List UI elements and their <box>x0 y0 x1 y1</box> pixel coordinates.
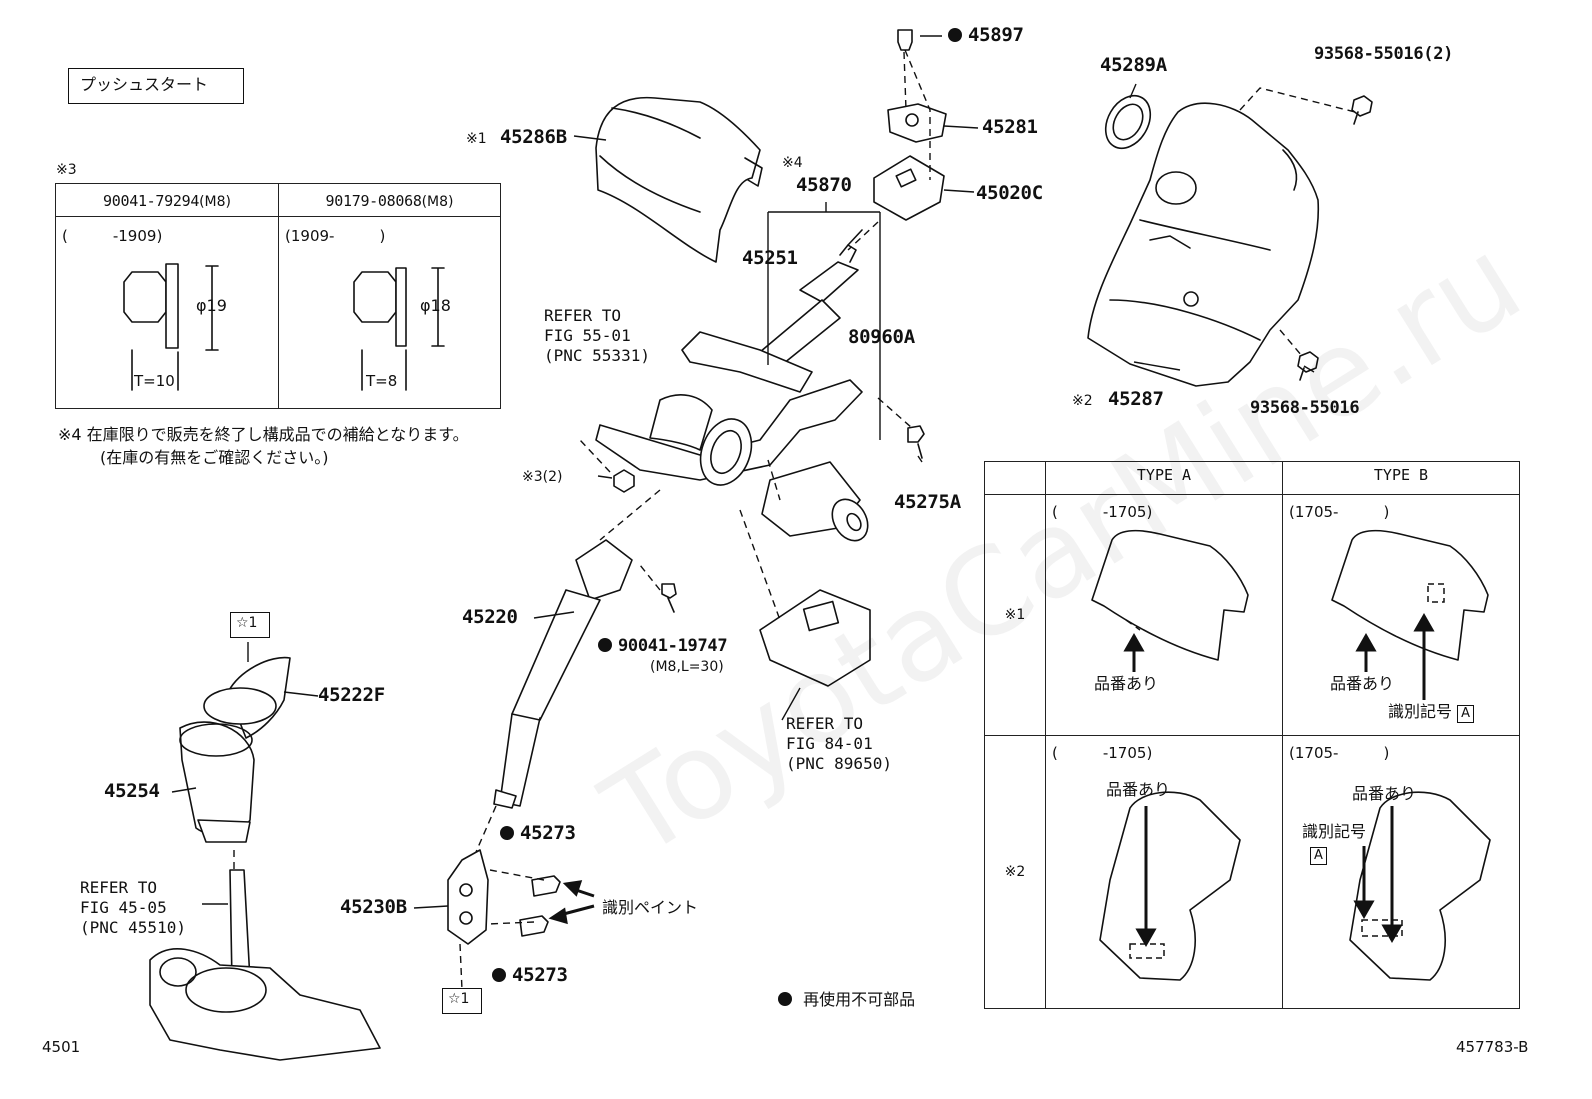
part-label-93568-55016: 93568-55016 <box>1250 398 1360 418</box>
nut-table-col1-range: ( -1909) <box>62 227 163 246</box>
type-row1-a-range: ( -1705) <box>1052 503 1153 521</box>
intermediate-shaft-drawing <box>493 539 633 809</box>
note4-line1: ※4 在庫限りで販売を終了し構成品での補給となります。 <box>58 425 469 444</box>
part-no-present-label-r2b: 品番あり <box>1352 784 1417 803</box>
nut-table-col2-part-no: 90179-08068 <box>325 191 422 210</box>
part-label-45897: 45897 <box>948 26 1024 45</box>
nut-table-col1-part-no: 90041-79294 <box>103 191 200 210</box>
part-spec-90041-19747: (M8,L=30) <box>650 659 724 675</box>
part-label-45230b: 45230B <box>340 896 407 918</box>
star1-top-box <box>230 612 270 638</box>
note4-line2: (在庫の有無をご確認ください。) <box>100 448 329 467</box>
upper-small-parts-drawing <box>873 29 947 221</box>
part-label-45273-lower: 45273 <box>492 966 568 985</box>
type-row2-b-range: (1705- ) <box>1289 744 1390 762</box>
id-mark-letter-r2b: A <box>1310 846 1327 865</box>
id-mark-label-r2b: 識別記号 <box>1302 822 1367 841</box>
nut-table-col2-diameter: φ18 <box>420 296 451 315</box>
non-reusable-dot-icon <box>492 968 506 982</box>
part-label-45281: 45281 <box>982 116 1038 138</box>
part-label-45020c: 45020C <box>976 182 1043 204</box>
identification-paint-label: 識別ペイント <box>602 898 699 917</box>
assist-motor-drawing <box>761 461 869 542</box>
part-mark-45870: ※4 <box>782 155 803 171</box>
part-label-80960a: 80960A <box>848 326 915 348</box>
push-start-label: プッシュスタート <box>80 75 209 94</box>
non-reusable-dot-icon <box>598 638 612 652</box>
part-mark-45287: ※2 <box>1072 393 1093 409</box>
type-row1-mark: ※1 <box>984 494 1046 736</box>
nut-table-col2-thickness: T=8 <box>366 372 398 390</box>
part-label-45870: 45870 <box>796 174 852 196</box>
push-start-label-box <box>68 68 244 104</box>
type-row1-b-range: (1705- ) <box>1289 503 1390 521</box>
part-label-90041-19747: 90041-19747 <box>598 638 728 655</box>
part-label-45220: 45220 <box>462 606 518 628</box>
lower-column-cover-drawing <box>1087 102 1320 387</box>
part-label-45273-upper: 45273 <box>500 824 576 843</box>
sliding-yoke-drawing <box>447 849 489 945</box>
nut-table-col1-thickness: T=10 <box>134 372 175 390</box>
footer-page-code: 4501 <box>42 1038 81 1056</box>
part-mark-45286b: ※1 <box>466 131 487 147</box>
type-row2-a-range: ( -1705) <box>1052 744 1153 762</box>
reference-fig-55-01: REFER TO FIG 55-01 (PNC 55331) <box>544 306 650 365</box>
part-no-present-label-r1a: 品番あり <box>1094 674 1159 693</box>
nut-table: 90041-79294(M8) 90179-08068(M8) ( -1909)… <box>55 182 501 409</box>
type-a-header: TYPE A <box>1045 461 1283 495</box>
part-no-present-label-r2a: 品番あり <box>1106 780 1171 799</box>
steering-column-drawing <box>595 229 863 486</box>
nut-table-col1-spec: (M8) <box>199 193 231 210</box>
part-label-45286b: 45286B <box>500 126 567 148</box>
reference-fig-84-01: REFER TO FIG 84-01 (PNC 89650) <box>786 714 892 773</box>
part-label-nut-3-2: ※3(2) <box>522 469 563 485</box>
nut-table-col2-range: (1909- ) <box>285 227 386 246</box>
type-row2-mark: ※2 <box>984 735 1046 1009</box>
star1-top-label: ☆1 <box>236 615 258 631</box>
non-reusable-dot-icon <box>778 992 792 1006</box>
part-label-45251: 45251 <box>742 247 798 269</box>
type-b-header: TYPE B <box>1282 461 1520 495</box>
nut-table-col2-spec: (M8) <box>421 193 454 210</box>
nut-and-screw-drawings <box>613 425 925 493</box>
id-mark-label-r1b: 識別記号 A <box>1388 704 1475 723</box>
part-no-present-label-r1b: 品番あり <box>1330 674 1395 693</box>
upper-column-cover-drawing <box>595 96 763 263</box>
steering-gear-drawing <box>149 869 381 1061</box>
part-label-45275a: 45275A <box>894 491 961 513</box>
screw-drawings <box>1297 95 1373 381</box>
bolt-drawing <box>661 583 677 613</box>
footer-figure-code: 457783-B <box>1456 1038 1529 1056</box>
dust-boot-drawing <box>179 656 291 843</box>
part-label-93568-55016-2: 93568-55016(2) <box>1314 44 1454 64</box>
nut-table-col1-diameter: φ19 <box>196 296 227 315</box>
non-reusable-dot-icon <box>948 28 962 42</box>
part-label-45254: 45254 <box>104 780 160 802</box>
yoke-bolt-drawings <box>519 875 561 937</box>
part-label-45287: 45287 <box>1108 388 1164 410</box>
star1-bottom-label: ☆1 <box>448 991 470 1007</box>
legend-non-reusable: 再使用不可部品 <box>778 992 915 1008</box>
star1-bottom-box <box>442 988 482 1014</box>
ecu-module-drawing <box>759 589 871 687</box>
nut-table-mark: ※3 <box>56 162 77 178</box>
part-label-45289a: 45289A <box>1100 54 1167 76</box>
non-reusable-dot-icon <box>500 826 514 840</box>
cover-cap-drawing <box>1104 94 1152 150</box>
part-label-45222f: 45222F <box>318 684 385 706</box>
reference-fig-45-05: REFER TO FIG 45-05 (PNC 45510) <box>80 878 186 937</box>
type-table: TYPE A TYPE B ※1 ( -1705) (1705- ) ※2 ( … <box>984 461 1520 1009</box>
